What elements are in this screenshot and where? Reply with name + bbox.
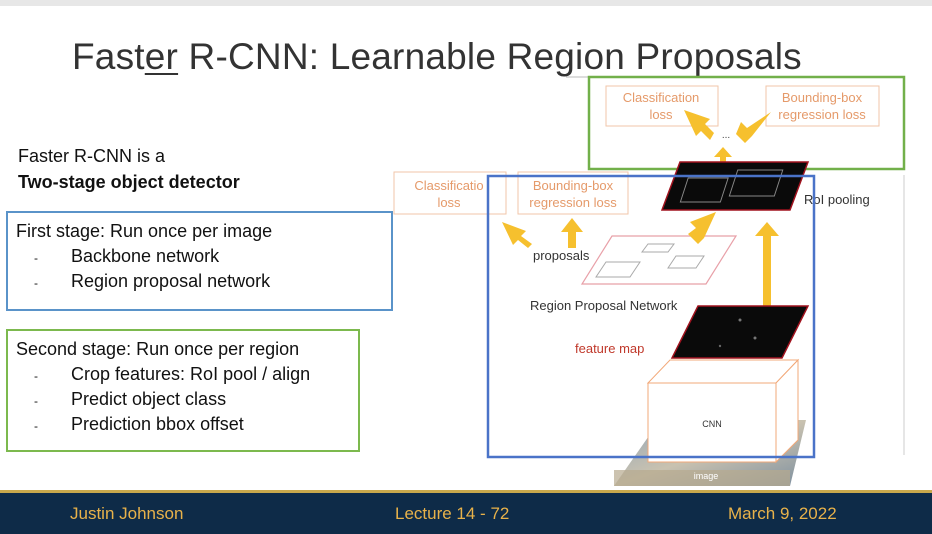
proposal-box (641, 243, 675, 253)
footer-author: Justin Johnson (70, 504, 184, 523)
list-item: Predict object class (16, 387, 350, 414)
top-class-loss-line1: Classification (623, 90, 700, 105)
top-strip (0, 0, 932, 6)
second-stage-box: Second stage: Run once per region Crop f… (6, 329, 360, 452)
left-bbox-loss-line1: Bounding-box (533, 178, 614, 193)
intro-line-1: Faster R-CNN is a (18, 146, 166, 166)
feature-speck (753, 336, 757, 340)
arrow-to-left-class-loss (502, 222, 532, 248)
arrow-to-left-bbox-loss (561, 218, 583, 248)
roi-pooling-plane (660, 161, 810, 211)
second-stage-heading: Second stage: Run once per region (16, 339, 300, 359)
feature-map-label: feature map (575, 341, 644, 356)
top-bbox-loss-line1: Bounding-box (782, 90, 863, 105)
top-bbox-loss-line2: regression loss (778, 107, 866, 122)
footer-lecture: Lecture 14 - 72 (395, 504, 510, 523)
input-image-ground (614, 470, 790, 486)
cnn-block-top (646, 359, 800, 384)
slide-footer: Justin Johnson Lecture 14 - 72 March 9, … (0, 490, 932, 534)
top-class-loss-line2: loss (649, 107, 673, 122)
cnn-label: CNN (702, 419, 722, 429)
arrow-proposals-to-roi (688, 212, 716, 244)
list-item: Region proposal network (16, 269, 383, 296)
proposal-box (667, 255, 705, 269)
first-stage-heading: First stage: Run once per image (16, 221, 273, 241)
proposals-label: proposals (533, 248, 590, 263)
first-stage-outline (486, 174, 816, 459)
proposal-box (595, 261, 641, 278)
intro-text: Faster R-CNN is a Two-stage object detec… (18, 143, 240, 195)
top-bbox-loss-box (765, 85, 880, 127)
left-class-loss-line1: Classificatio (414, 178, 483, 193)
left-class-loss-line2: loss (437, 195, 461, 210)
image-label: image (694, 471, 719, 481)
left-bbox-loss-line2: regression loss (529, 195, 617, 210)
footer-date: March 9, 2022 (728, 504, 837, 523)
arrow-up-to-roi-top (714, 147, 732, 163)
feature-speck (738, 318, 742, 322)
arrow-to-top-bbox-loss (736, 112, 771, 143)
left-bbox-loss-box (517, 171, 629, 215)
roi-pooling-label: RoI pooling (804, 192, 870, 207)
arrow-feature-to-roi (755, 222, 779, 322)
first-stage-box: First stage: Run once per image Backbone… (6, 211, 393, 311)
title-suffix: R-CNN: Learnable Region Proposals (178, 36, 802, 77)
cnn-block-front (647, 382, 777, 463)
second-stage-list: Crop features: RoI pool / align Predict … (16, 362, 350, 439)
intro-line-2: Two-stage object detector (18, 172, 240, 192)
first-stage-list: Backbone network Region proposal network (16, 244, 383, 296)
list-item: Crop features: RoI pool / align (16, 362, 350, 389)
slide-title: Faster R-CNN: Learnable Region Proposals (72, 36, 802, 78)
title-prefix: Fast (72, 36, 145, 77)
list-item: Backbone network (16, 244, 383, 271)
feature-map-plane (670, 305, 810, 359)
roi-region (728, 169, 784, 197)
rpn-label: Region Proposal Network (530, 298, 678, 313)
arrow-to-top-class-loss (684, 110, 714, 140)
ellipsis-text: ... (722, 130, 730, 141)
list-item: Prediction bbox offset (16, 412, 350, 439)
roi-region (679, 177, 729, 203)
feature-speck (718, 344, 722, 348)
title-underlined: er (144, 36, 179, 77)
